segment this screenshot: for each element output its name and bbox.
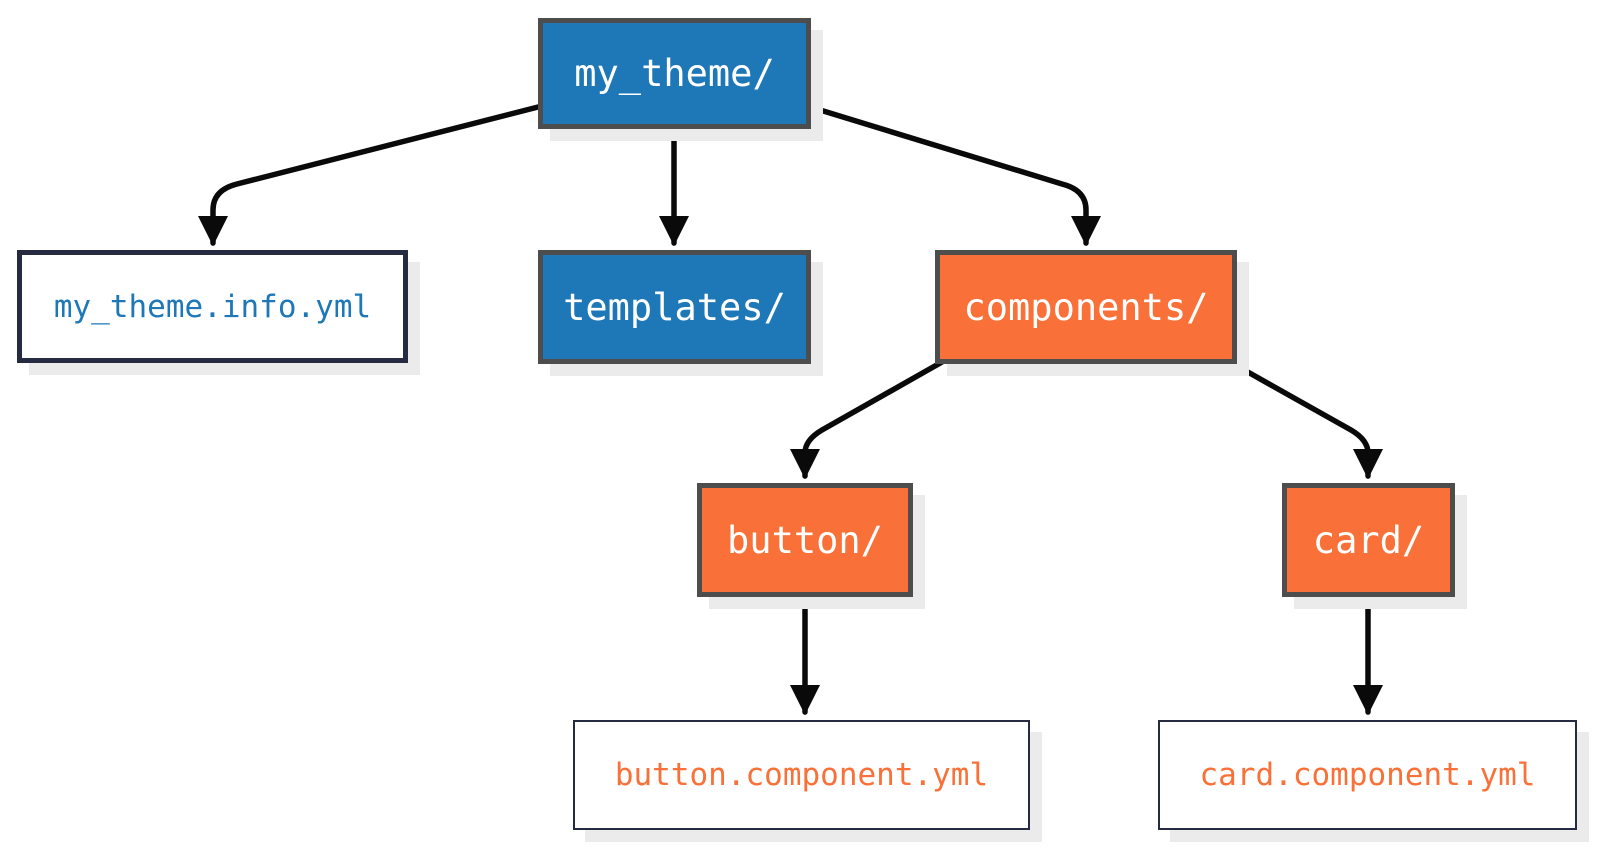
arrow-components-to-card <box>1227 359 1383 479</box>
node-file-my-theme-info-yml: my_theme.info.yml <box>17 250 408 363</box>
node-folder-card: card/ <box>1282 483 1455 597</box>
arrow-components-to-button <box>790 359 945 479</box>
node-folder-card-label: card/ <box>1312 518 1425 562</box>
node-folder-button-label: button/ <box>727 518 883 562</box>
node-folder-components-label: components/ <box>963 285 1209 329</box>
node-folder-templates: templates/ <box>538 250 811 364</box>
arrow-my-theme-to-components <box>804 103 1101 246</box>
node-file-card-component-yml: card.component.yml <box>1158 720 1577 830</box>
node-folder-button: button/ <box>697 483 913 597</box>
arrow-my-theme-to-info-yml <box>198 103 545 246</box>
node-file-button-component-yml: button.component.yml <box>573 720 1030 830</box>
node-file-card-component-yml-label: card.component.yml <box>1199 757 1536 793</box>
node-folder-templates-label: templates/ <box>563 285 786 329</box>
node-file-my-theme-info-yml-label: my_theme.info.yml <box>53 288 372 325</box>
node-folder-components: components/ <box>935 250 1237 364</box>
node-folder-my-theme-label: my_theme/ <box>574 52 775 95</box>
node-file-button-component-yml-label: button.component.yml <box>614 757 989 793</box>
node-folder-my-theme: my_theme/ <box>538 18 811 129</box>
